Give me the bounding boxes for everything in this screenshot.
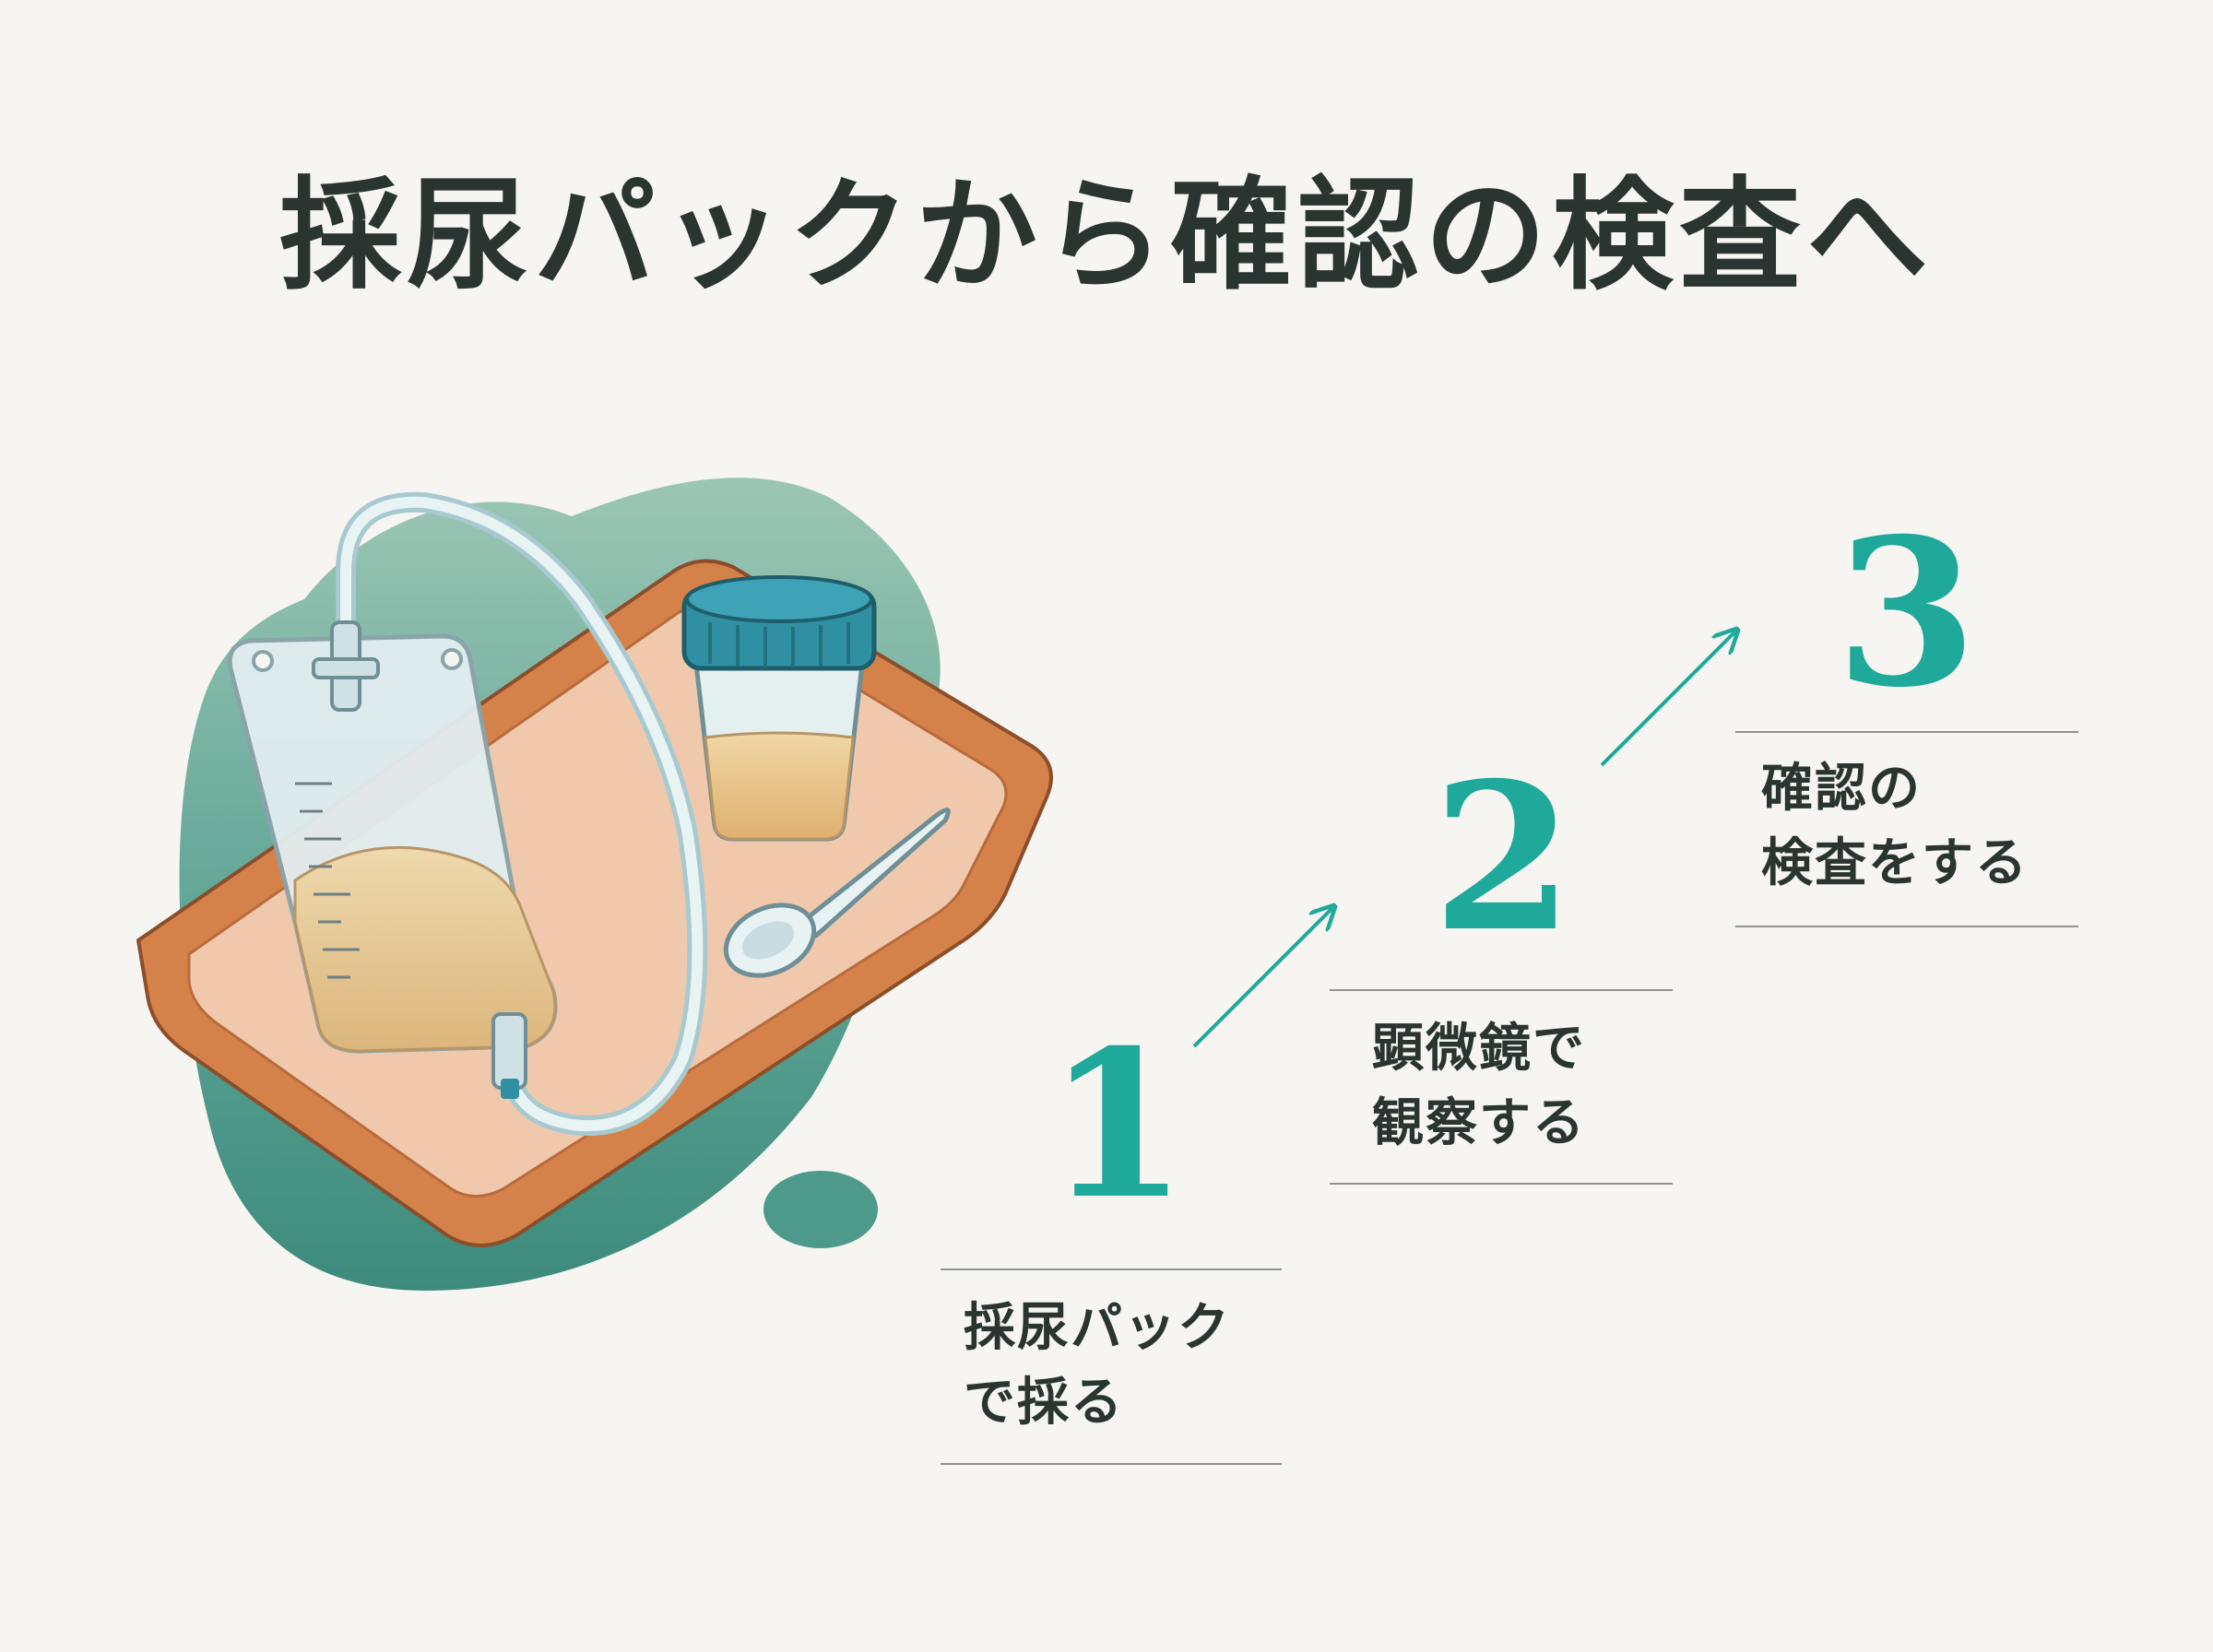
arrow-icon — [1192, 908, 1332, 1048]
specimen-cup-icon — [681, 575, 877, 842]
step-1-label: 採尿パック で採る — [964, 1291, 1231, 1440]
step-1-label-line2: で採る — [964, 1373, 1124, 1434]
spoon-icon — [723, 808, 951, 978]
step-3-number: 3 — [1835, 493, 1978, 732]
tube — [336, 491, 708, 1137]
step-2-bottom-rule — [1330, 1183, 1673, 1185]
step-3-top-rule — [1735, 731, 2078, 733]
step-3-bottom-rule — [1735, 926, 2078, 927]
step-1-number: 1 — [1047, 1005, 1189, 1244]
step-1-bottom-rule — [941, 1463, 1282, 1465]
arrow-icon — [1600, 631, 1735, 767]
step-2-label-line2: 観察する — [1372, 1093, 1586, 1154]
step-2-top-rule — [1330, 989, 1673, 991]
step-3-label-line1: 確認の — [1761, 759, 1922, 819]
step-2-label: 顕微鏡で 観察する — [1372, 1011, 1586, 1161]
step-1-label-line1: 採尿パック — [964, 1298, 1231, 1358]
step-2-label-line1: 顕微鏡で — [1372, 1019, 1586, 1079]
page-title: 採尿パックから確認の検査へ — [279, 165, 1934, 307]
step-3-label: 確認の 検査をする — [1761, 751, 2029, 901]
urine-bag-icon — [227, 620, 558, 1099]
step-1-top-rule — [941, 1268, 1282, 1270]
step-2-number: 2 — [1432, 738, 1574, 976]
step-3-label-line2: 検査をする — [1761, 833, 2029, 894]
